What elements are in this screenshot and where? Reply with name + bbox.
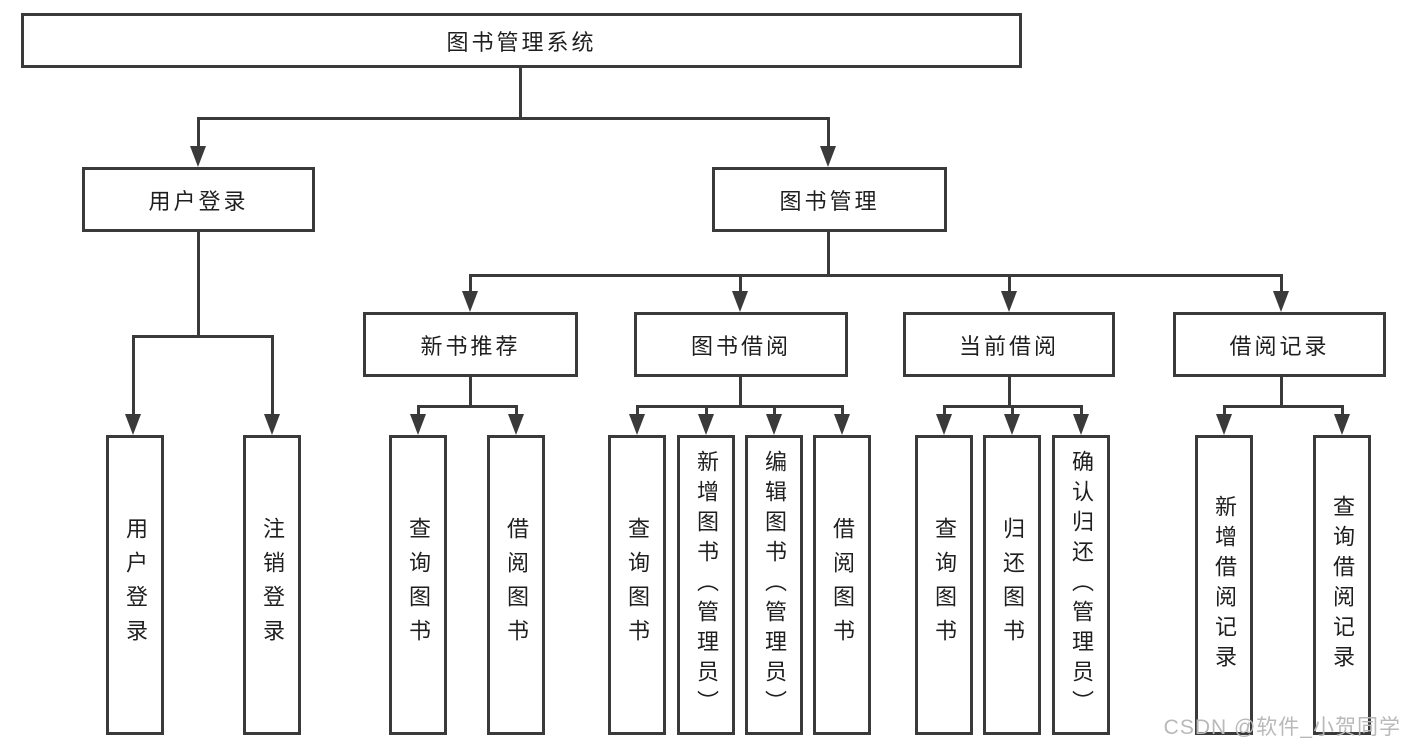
leaf-bb-query-label: 查询图书 (625, 517, 650, 653)
arrowhead-icon (1001, 291, 1017, 312)
node-borrow-records: 借阅记录 (1173, 312, 1386, 377)
leaf-user-login-label: 用户登录 (123, 517, 148, 653)
arrow-to-leaf-bb-borrow (834, 405, 850, 435)
node-book-borrow-label: 图书借阅 (690, 333, 791, 359)
arrow-to-user-login (190, 117, 206, 167)
connector-borrow-records-split (1223, 405, 1344, 408)
node-new-book-rec: 新书推荐 (363, 312, 578, 377)
arrowhead-icon (410, 414, 426, 435)
node-current-borrow-label: 当前借阅 (958, 333, 1059, 359)
node-leaf-bb-add: 新增图书（管理员） (677, 435, 735, 735)
arrow-to-leaf-bb-query (629, 405, 645, 435)
connector-current-borrow-trunk (1008, 377, 1011, 408)
node-borrow-records-label: 借阅记录 (1229, 333, 1330, 359)
arrow-to-leaf-bb-add (698, 405, 714, 435)
leaf-br-add-label: 新增借阅记录 (1212, 495, 1237, 675)
node-leaf-cb-return: 归还图书 (983, 435, 1041, 735)
node-leaf-bb-edit: 编辑图书（管理员） (745, 435, 803, 735)
arrow-to-borrow-records (1273, 274, 1289, 312)
node-leaf-nb-borrow: 借阅图书 (487, 435, 545, 735)
arrow-to-leaf-br-query (1334, 405, 1350, 435)
connector-user-login-trunk (197, 232, 200, 338)
leaf-bb-add-label: 新增图书（管理员） (694, 450, 719, 720)
node-book-mgmt: 图书管理 (712, 167, 947, 232)
node-user-login-label: 用户登录 (148, 188, 249, 214)
arrowhead-icon (629, 414, 645, 435)
arrow-to-new-book-rec (462, 274, 478, 312)
arrow-to-leaf-nb-query (410, 405, 426, 435)
arrowhead-icon (190, 146, 206, 167)
arrow-to-leaf-br-add (1216, 405, 1232, 435)
node-root-label: 图书管理系统 (446, 29, 597, 55)
arrow-to-book-mgmt (820, 117, 836, 167)
arrowhead-icon (1004, 414, 1020, 435)
arrowhead-icon (264, 414, 280, 435)
leaf-cb-query-label: 查询图书 (932, 517, 957, 653)
arrow-to-book-borrow (732, 274, 748, 312)
connector-user-login-split (132, 335, 274, 338)
arrowhead-icon (820, 146, 836, 167)
leaf-nb-borrow-label: 借阅图书 (504, 517, 529, 653)
leaf-logout-label: 注销登录 (260, 517, 285, 653)
arrow-to-leaf-bb-edit (766, 405, 782, 435)
node-leaf-bb-query: 查询图书 (608, 435, 666, 735)
connector-book-borrow-split (636, 405, 844, 408)
arrow-to-leaf-cb-confirm (1073, 405, 1089, 435)
arrowhead-icon (1073, 414, 1089, 435)
connector-level2-distributor (197, 117, 830, 120)
node-user-login: 用户登录 (82, 167, 315, 232)
arrow-to-leaf-user-login (125, 335, 141, 435)
arrowhead-icon (1334, 414, 1350, 435)
arrow-to-leaf-cb-query (936, 405, 952, 435)
connector-book-mgmt-trunk (827, 232, 830, 277)
arrowhead-icon (125, 414, 141, 435)
arrowhead-icon (508, 414, 524, 435)
node-new-book-rec-label: 新书推荐 (420, 333, 521, 359)
connector-new-book-split (417, 405, 518, 408)
node-book-mgmt-label: 图书管理 (779, 188, 880, 214)
node-leaf-br-query: 查询借阅记录 (1313, 435, 1371, 735)
leaf-nb-query-label: 查询图书 (406, 517, 431, 653)
connector-level3-distributor (469, 274, 1283, 277)
arrowhead-icon (1216, 414, 1232, 435)
connector-borrow-records-trunk (1280, 377, 1283, 408)
node-book-borrow: 图书借阅 (634, 312, 848, 377)
arrow-to-leaf-logout (264, 335, 280, 435)
leaf-cb-return-label: 归还图书 (1000, 517, 1025, 653)
leaf-bb-borrow-label: 借阅图书 (830, 517, 855, 653)
arrow-to-leaf-cb-return (1004, 405, 1020, 435)
arrowhead-icon (936, 414, 952, 435)
arrowhead-icon (1273, 291, 1289, 312)
node-leaf-cb-confirm: 确认归还（管理员） (1052, 435, 1110, 735)
node-leaf-br-add: 新增借阅记录 (1195, 435, 1253, 735)
connector-book-borrow-trunk (739, 377, 742, 408)
arrowhead-icon (462, 291, 478, 312)
node-leaf-cb-query: 查询图书 (915, 435, 973, 735)
connector-root-trunk (519, 68, 522, 120)
node-leaf-user-login: 用户登录 (106, 435, 164, 735)
arrowhead-icon (698, 414, 714, 435)
leaf-br-query-label: 查询借阅记录 (1330, 495, 1355, 675)
leaf-cb-confirm-label: 确认归还（管理员） (1069, 450, 1094, 720)
arrow-to-current-borrow (1001, 274, 1017, 312)
node-leaf-bb-borrow: 借阅图书 (813, 435, 871, 735)
arrowhead-icon (732, 291, 748, 312)
csdn-watermark: CSDN @软件_小贺同学 (1163, 716, 1401, 739)
arrowhead-icon (834, 414, 850, 435)
leaf-bb-edit-label: 编辑图书（管理员） (762, 450, 787, 720)
arrow-to-leaf-nb-borrow (508, 405, 524, 435)
node-current-borrow: 当前借阅 (903, 312, 1115, 377)
node-leaf-logout: 注销登录 (243, 435, 301, 735)
connector-new-book-trunk (469, 377, 472, 408)
arrowhead-icon (766, 414, 782, 435)
node-root: 图书管理系统 (21, 13, 1022, 68)
node-leaf-nb-query: 查询图书 (389, 435, 447, 735)
